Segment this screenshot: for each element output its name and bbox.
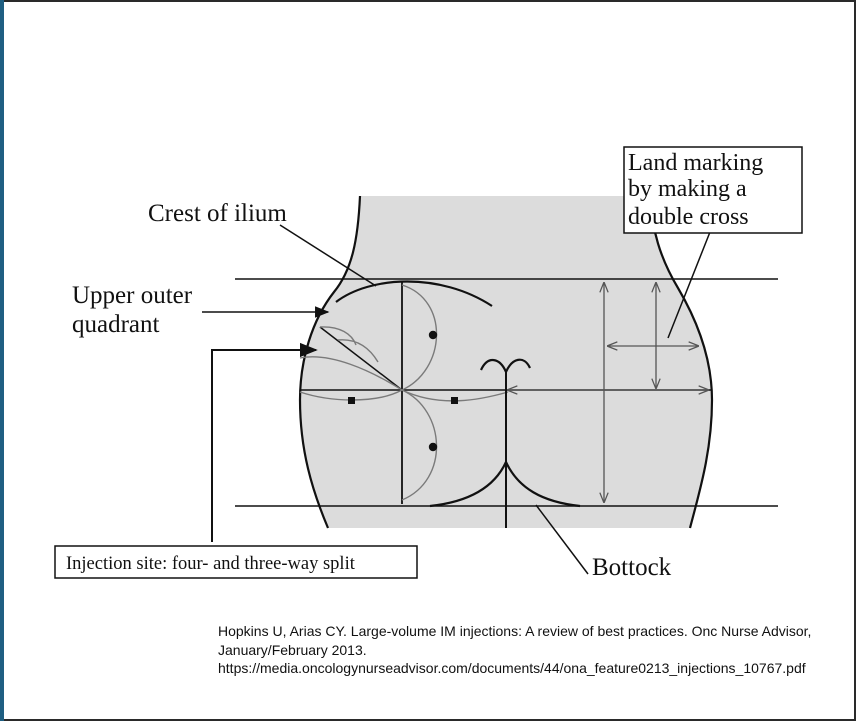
injection-dot-upper bbox=[428, 330, 438, 340]
injection-square-right bbox=[451, 397, 458, 404]
ilium-crest-arc bbox=[335, 280, 493, 307]
left-accent-bar bbox=[0, 0, 4, 721]
label-land-marking-1: Land marking bbox=[628, 150, 763, 176]
citation-url[interactable]: https://media.oncologynurseadvisor.com/d… bbox=[218, 660, 806, 676]
citation-text: Hopkins U, Arias CY. Large-volume IM inj… bbox=[218, 623, 812, 658]
label-injection-site: Injection site: four- and three-way spli… bbox=[66, 554, 356, 574]
injection-square-left bbox=[348, 397, 355, 404]
leader-injection-site bbox=[211, 342, 318, 542]
injection-dot-lower bbox=[428, 442, 438, 452]
label-land-marking-2: by making a bbox=[628, 176, 747, 202]
injection-site-box bbox=[54, 545, 418, 579]
leader-bottock bbox=[535, 504, 589, 575]
leader-crest-of-ilium bbox=[279, 224, 377, 287]
citation-block: Hopkins U, Arias CY. Large-volume IM inj… bbox=[218, 622, 828, 678]
label-crest-of-ilium: Crest of ilium bbox=[148, 200, 287, 227]
quadrant-diagonal-line bbox=[319, 326, 403, 391]
buttock-curve-left bbox=[429, 461, 507, 508]
buttock-curve-right bbox=[505, 461, 581, 508]
label-land-marking-3: double cross bbox=[628, 204, 749, 230]
label-bottock: Bottock bbox=[592, 554, 672, 581]
body-outline-right bbox=[648, 195, 714, 529]
land-marking-box bbox=[623, 146, 803, 234]
leader-land-marking bbox=[667, 231, 711, 339]
label-upper-outer-2: quadrant bbox=[72, 311, 160, 338]
label-upper-outer-1: Upper outer bbox=[72, 282, 193, 309]
